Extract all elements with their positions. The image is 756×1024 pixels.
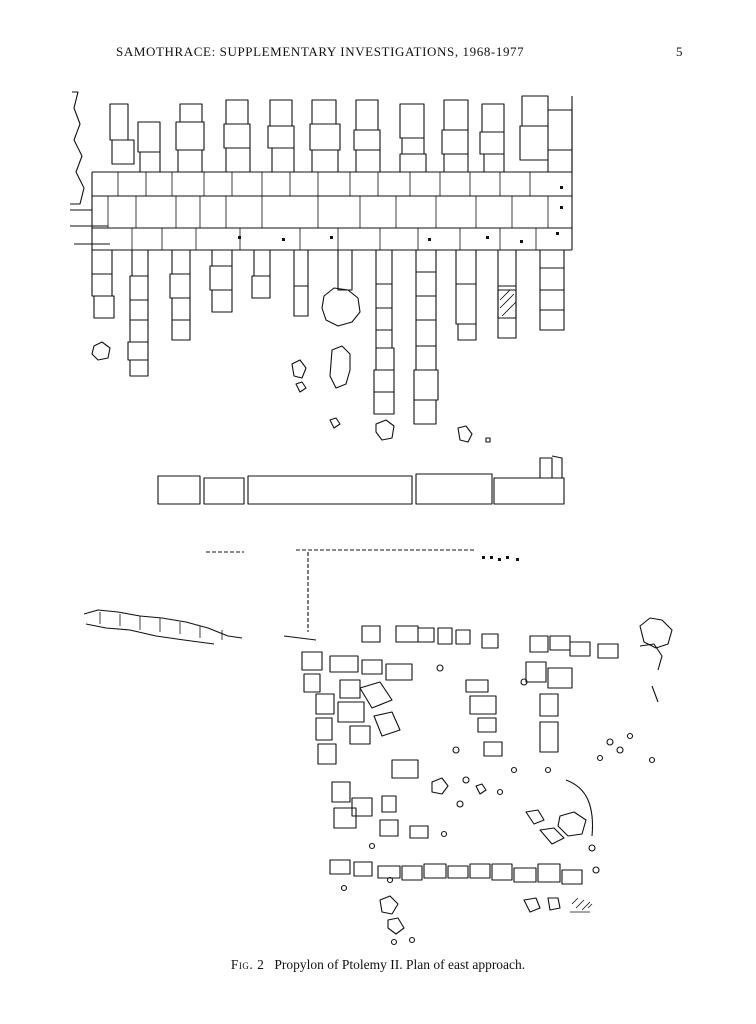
- wall-blocks: [157, 455, 565, 505]
- propylon-foundation: [70, 91, 573, 443]
- figure-caption: Fig. 2 Propylon of Ptolemy II. Plan of ea…: [0, 957, 756, 973]
- east-approach-plan: [83, 549, 673, 946]
- running-title: SAMOTHRACE: SUPPLEMENTARY INVESTIGATIONS…: [116, 44, 525, 59]
- figure-label: Fig. 2: [230, 957, 265, 972]
- site-plan-drawing: [70, 91, 673, 946]
- running-head: SAMOTHRACE: SUPPLEMENTARY INVESTIGATIONS…: [0, 44, 756, 64]
- figure-caption-text: Propylon of Ptolemy II. Plan of east app…: [274, 957, 526, 972]
- page-number: 5: [676, 44, 683, 59]
